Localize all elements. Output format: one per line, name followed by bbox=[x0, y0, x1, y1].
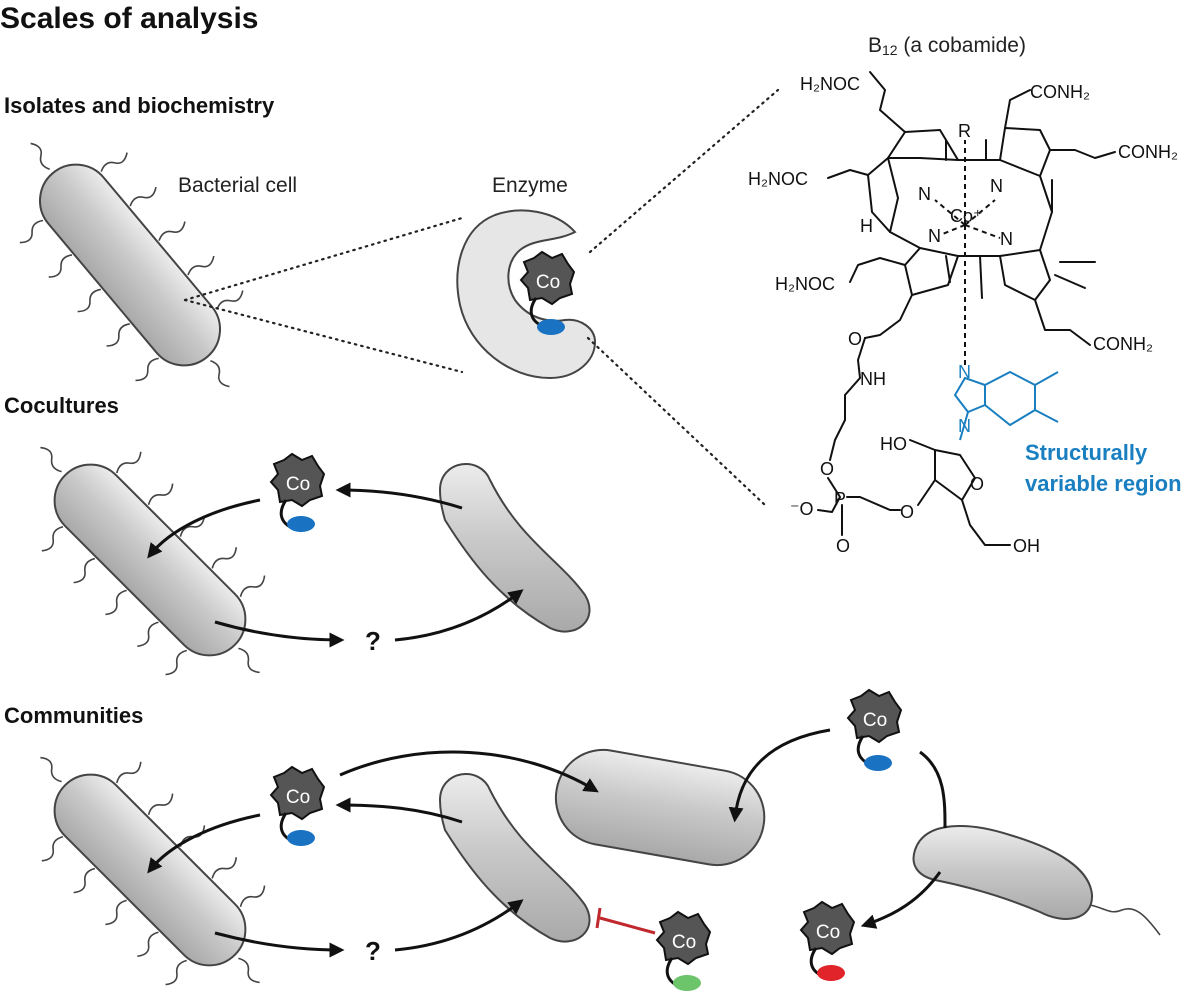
figure-title: Scales of analysis bbox=[0, 2, 259, 35]
group-conh2-right: CONH₂ bbox=[1118, 142, 1178, 162]
lower-ligand-blue bbox=[287, 830, 315, 846]
unknown-exchange-mark: ? bbox=[365, 936, 381, 966]
vibrio-flagellum bbox=[1089, 904, 1161, 936]
group-h2noc-bottom: H₂NOC bbox=[775, 274, 835, 294]
variable-region-label-2: variable region bbox=[1025, 471, 1182, 496]
b12-molecule: B12 (a cobamide) bbox=[748, 34, 1182, 556]
community-cobamide-green: Co bbox=[655, 910, 712, 991]
lower-ligand-blue bbox=[287, 516, 315, 532]
ring-n-2: N bbox=[990, 176, 1003, 196]
ring-n-4: N bbox=[1000, 229, 1013, 249]
co-label: Co bbox=[672, 932, 696, 953]
zoom-lines-cell-to-enzyme bbox=[183, 216, 464, 374]
community-cell-flagellated bbox=[36, 753, 269, 989]
co-label: Co bbox=[863, 710, 887, 731]
co-label: Co bbox=[536, 272, 560, 293]
cobamide-in-enzyme: Co bbox=[519, 250, 576, 335]
ester-o: O bbox=[820, 459, 834, 479]
group-h2noc-left: H₂NOC bbox=[748, 169, 808, 189]
connector-to-vibrio bbox=[919, 750, 947, 829]
ribose-ring-o: O bbox=[970, 474, 984, 494]
amide-nh: NH bbox=[860, 369, 886, 389]
molecule-title: B12 (a cobamide) bbox=[868, 34, 1026, 58]
ribose-o3: O bbox=[900, 502, 914, 522]
ring-n-3: N bbox=[928, 226, 941, 246]
section-cocultures: Cocultures bbox=[4, 393, 119, 418]
co-label: Co bbox=[286, 787, 310, 808]
phosphate-o-minus: ⁻O bbox=[790, 499, 814, 519]
community-cell-curved bbox=[438, 773, 591, 943]
coculture-cobamide: Co bbox=[269, 452, 326, 532]
co-label: Co bbox=[286, 474, 310, 495]
lower-ligand-blue bbox=[864, 755, 892, 771]
dimethylbenzimidazole: N N bbox=[953, 362, 1059, 441]
community-cobamide-blue-right: Co bbox=[846, 688, 903, 771]
amide-o: O bbox=[848, 329, 862, 349]
hydrogen: H bbox=[860, 216, 873, 236]
group-r: R bbox=[958, 121, 971, 141]
unknown-exchange-mark: ? bbox=[365, 626, 381, 656]
group-h2noc-top: H₂NOC bbox=[800, 74, 860, 94]
coculture-cell-curved bbox=[438, 463, 591, 633]
inhibition-marker bbox=[595, 907, 656, 935]
group-conh2-top: CONH₂ bbox=[1030, 82, 1090, 102]
variable-region-label-1: Structurally bbox=[1025, 440, 1148, 465]
lower-ligand-blue bbox=[537, 319, 565, 335]
bacterial-cell-isolate bbox=[16, 140, 247, 390]
community-cobamide-blue-left: Co bbox=[269, 765, 326, 846]
cobalt-ion: Co⁺ bbox=[950, 206, 983, 226]
lower-ligand-green bbox=[673, 975, 701, 991]
coculture-cell-flagellated bbox=[36, 443, 269, 679]
community-cell-vibrio bbox=[912, 825, 1161, 936]
bzm-n1: N bbox=[958, 362, 971, 382]
section-isolates: Isolates and biochemistry bbox=[4, 93, 275, 118]
community-cell-rod bbox=[554, 748, 766, 867]
lower-ligand-red bbox=[817, 965, 845, 981]
community-arrows bbox=[147, 728, 947, 958]
zoom-lines-enzyme-to-molecule bbox=[586, 88, 780, 507]
bacterial-cell-label: Bacterial cell bbox=[178, 174, 297, 197]
coculture-arrows bbox=[147, 482, 524, 648]
co-label: Co bbox=[816, 922, 840, 943]
ribose-oh: OH bbox=[1013, 536, 1040, 556]
enzyme-shape bbox=[456, 209, 597, 380]
ribose-ho: HO bbox=[880, 434, 907, 454]
ring-n-1: N bbox=[918, 184, 931, 204]
community-cobamide-red: Co bbox=[799, 900, 856, 981]
group-conh2-bottom: CONH₂ bbox=[1093, 334, 1153, 354]
enzyme-label: Enzyme bbox=[492, 174, 568, 197]
bzm-n3: N bbox=[958, 416, 971, 436]
phosphorus: P bbox=[834, 489, 846, 509]
section-communities: Communities bbox=[4, 703, 143, 728]
phosphate-o: O bbox=[836, 536, 850, 556]
